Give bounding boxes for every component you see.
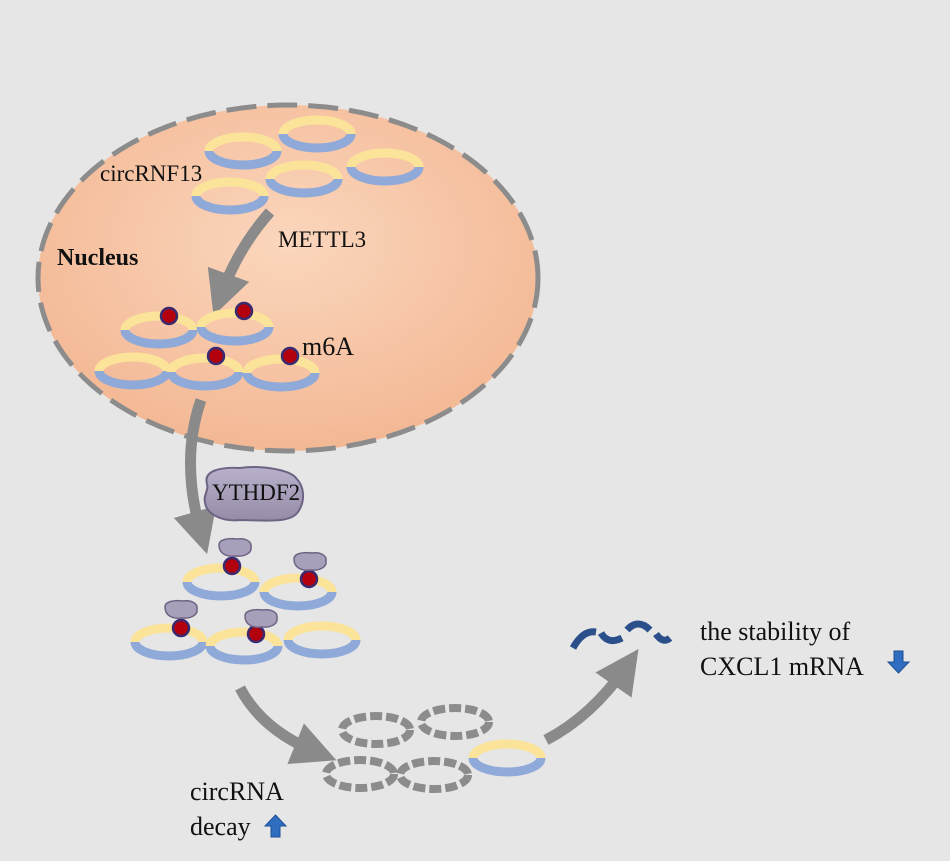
mrna-arrow [543, 648, 639, 745]
mrna-fragment [597, 631, 624, 645]
ythdf2-bound-protein [164, 599, 198, 619]
stability-label-line1: the stability of [700, 617, 851, 646]
ythdf2-protein [203, 466, 304, 522]
mrna-fragment [624, 620, 653, 633]
mettl3-arrow [207, 208, 275, 316]
m6a-dot [222, 556, 242, 576]
m6a-dot [159, 306, 179, 326]
m6a-dot [206, 346, 226, 366]
export-arrow [173, 398, 217, 555]
m6a-label: m6A [302, 332, 354, 361]
decay-label-line2: decay [190, 812, 251, 841]
m6a-dot [299, 569, 319, 589]
m6a-dot [234, 301, 254, 321]
ythdf2-bound-protein [293, 551, 327, 571]
ythdf2-bound-protein [244, 608, 278, 628]
ythdf2-bound-protein [218, 537, 252, 557]
stability-label-line2: CXCL1 mRNA [700, 652, 864, 681]
mrna-fragment [653, 631, 673, 644]
nucleus-label: Nucleus [57, 245, 138, 271]
m6a-dot [280, 346, 300, 366]
decay-arrow [235, 685, 337, 765]
mrna-fragment [569, 628, 597, 650]
cxcl1-mrna-fragments [569, 620, 673, 650]
circrnf13-label: circRNF13 [100, 161, 202, 186]
down-arrow-icon [886, 650, 911, 674]
m6a-dot [246, 624, 266, 644]
nucleus-membrane [35, 102, 541, 454]
ythdf2-label: YTHDF2 [212, 480, 300, 505]
m6a-dot [171, 618, 191, 638]
decay-label-line1: circRNA [190, 777, 284, 806]
up-arrow-icon [263, 814, 288, 838]
mettl3-label: METTL3 [278, 227, 366, 252]
